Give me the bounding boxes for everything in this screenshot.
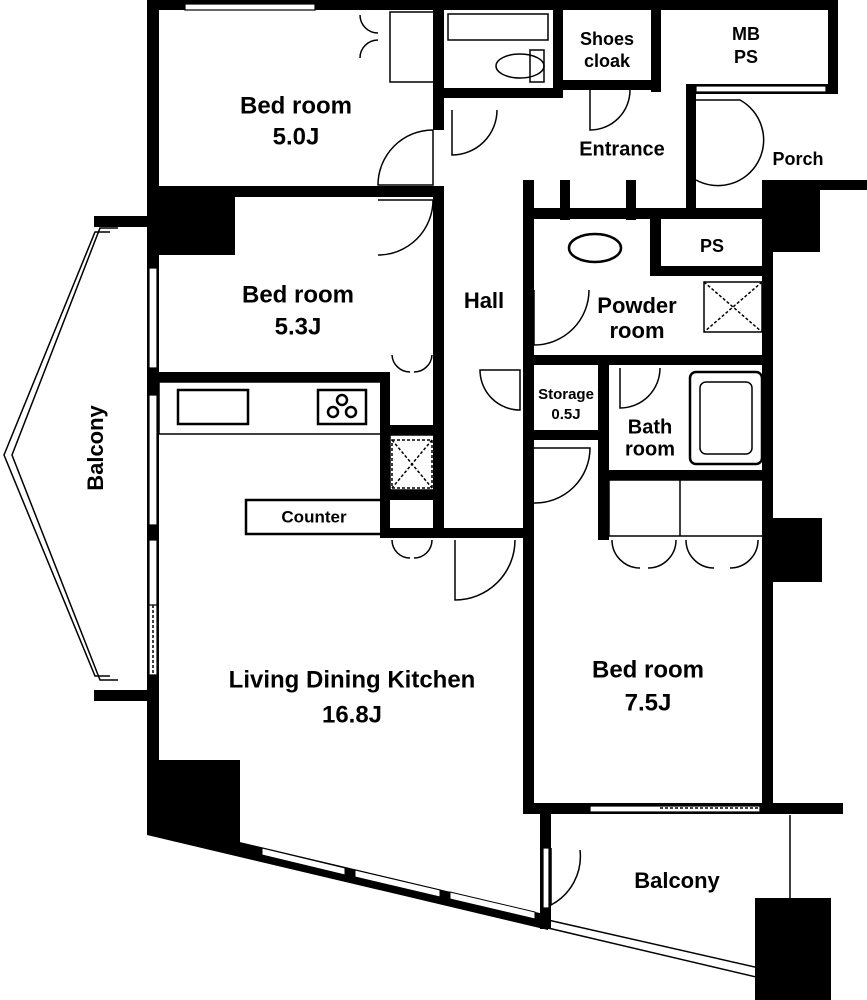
bedroom-b-size: 5.3J (275, 313, 322, 340)
mb-ps-line1: MB (732, 24, 760, 44)
west-windows (148, 267, 158, 676)
mb-ps-line2: PS (734, 47, 758, 67)
bedroom-b-name: Bed room (242, 281, 354, 308)
porch-label: Porch (772, 149, 823, 169)
interior-walls (147, 10, 771, 810)
bedroom-a-size: 5.0J (273, 123, 320, 150)
room-labels: Bed room 5.0J Bed room 5.3J Bed room 7.5… (83, 24, 824, 893)
entrance-label: Entrance (579, 138, 665, 160)
top-windows (184, 3, 827, 813)
bedroom-a-name: Bed room (240, 92, 352, 119)
bedroom-c-size: 7.5J (625, 689, 672, 716)
ldk-name: Living Dining Kitchen (229, 666, 476, 693)
fixtures (158, 11, 770, 537)
powder-room-line2: room (610, 318, 665, 343)
hall-label: Hall (464, 288, 504, 313)
storage-line1: Storage (538, 386, 594, 403)
ldk-size: 16.8J (322, 701, 382, 728)
south-balcony-label: Balcony (634, 868, 720, 893)
west-balcony-label: Balcony (83, 404, 108, 490)
south-balcony-outline (547, 815, 791, 986)
ps-label: PS (700, 236, 724, 256)
south-windows (261, 847, 550, 920)
doors (359, 14, 765, 907)
west-balcony-outline (3, 216, 150, 701)
powder-room-line1: Powder (597, 293, 677, 318)
storage-line2: 0.5J (551, 406, 580, 423)
bath-room-line1: Bath (628, 416, 672, 438)
bedroom-c-name: Bed room (592, 656, 704, 683)
counter-label: Counter (281, 507, 347, 526)
exterior-walls (147, 0, 867, 1000)
shoes-cloak-line2: cloak (584, 51, 631, 71)
bath-room-line2: room (625, 438, 675, 460)
shoes-cloak-line1: Shoes (580, 29, 634, 49)
